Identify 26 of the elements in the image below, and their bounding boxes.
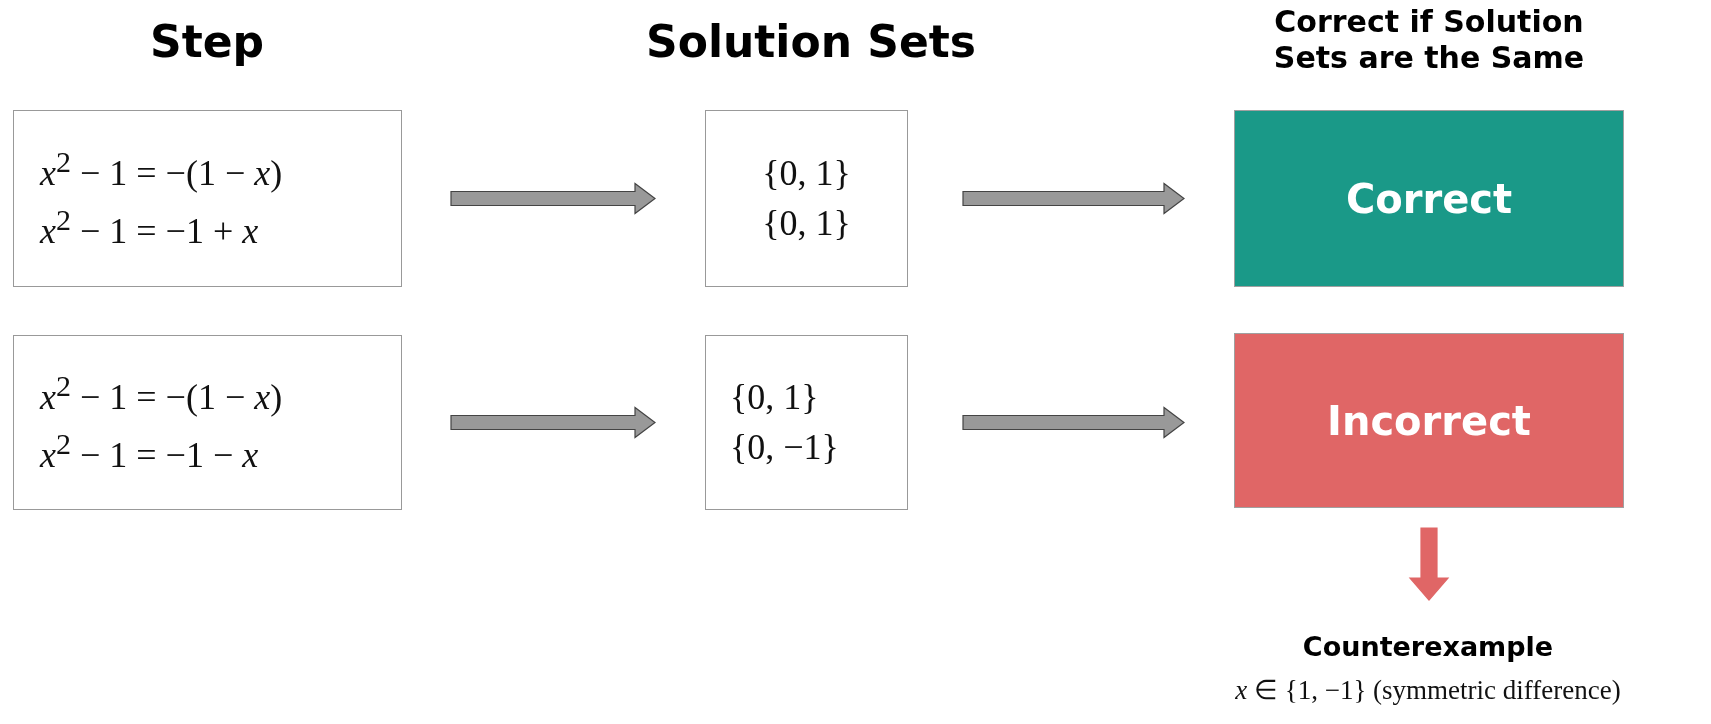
solution-set: {0, 1} <box>762 152 851 196</box>
column-heading: Step <box>149 16 265 69</box>
block-arrow <box>1408 527 1450 601</box>
result-label: Correct <box>1345 175 1513 222</box>
math-box <box>13 335 402 510</box>
math-box <box>13 110 402 287</box>
math-expression: x ∈ {1, −1} (symmetric difference) <box>1235 673 1621 706</box>
solution-set: {0, −1} <box>730 425 839 469</box>
solution-set: {0, 1} <box>730 376 819 420</box>
block-arrow <box>962 406 1185 439</box>
equation: x$^{2}$ − 1 = −(1 − x) <box>40 144 283 196</box>
column-heading: Correct if Solution Sets are the Same <box>1272 4 1586 76</box>
block-arrow <box>450 182 656 215</box>
block-arrow <box>450 406 656 439</box>
equation: x$^{2}$ − 1 = −(1 − x) <box>40 368 283 420</box>
result-box <box>1234 110 1624 287</box>
result-label: Incorrect <box>1327 397 1531 444</box>
counterexample-heading: Counterexample <box>1302 630 1554 662</box>
solution-set: {0, 1} <box>762 201 851 245</box>
result-box <box>1234 333 1624 508</box>
block-arrow <box>962 182 1185 215</box>
math-box <box>705 335 908 510</box>
math-box <box>705 110 908 287</box>
equation: x$^{2}$ − 1 = −1 − x <box>40 425 259 477</box>
column-heading: Solution Sets <box>645 16 977 69</box>
equation: x$^{2}$ − 1 = −1 + x <box>40 201 259 253</box>
